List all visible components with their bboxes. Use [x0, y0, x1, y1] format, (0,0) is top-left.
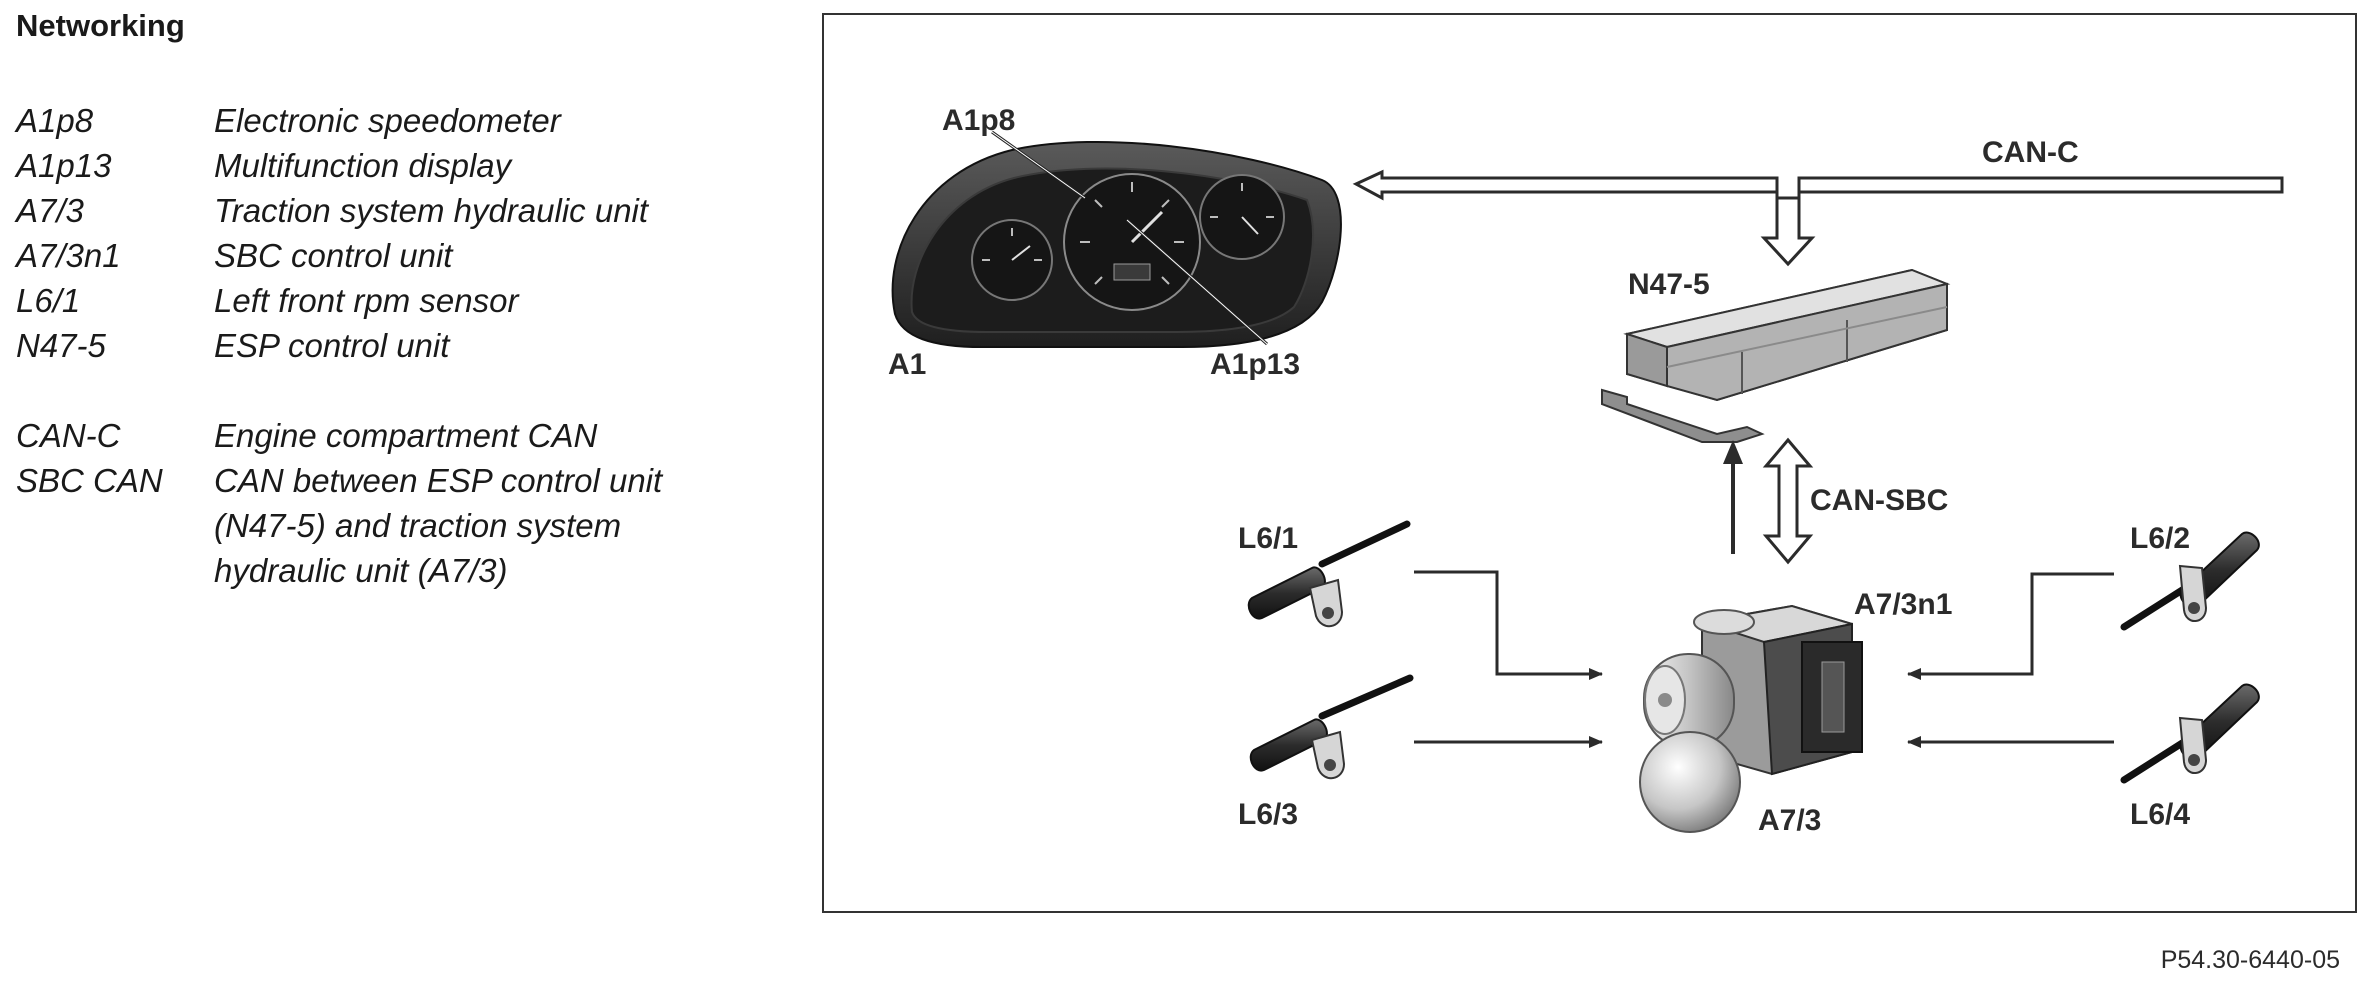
esp-control-unit	[1601, 268, 1951, 443]
label-l6-4: L6/4	[2130, 798, 2190, 831]
label-l6-2: L6/2	[2130, 522, 2190, 555]
signal-l6-2	[1907, 572, 2114, 680]
label-l6-3: L6/3	[1238, 798, 1298, 831]
legend-description: Traction system hydraulic unit	[214, 192, 649, 229]
legend-code: A1p13	[16, 147, 112, 184]
legend-description: ESP control unit	[214, 327, 450, 364]
label-a7-3n1: A7/3n1	[1854, 588, 1952, 621]
instrument-cluster	[891, 140, 1342, 348]
legend: A1p8 Electronic speedometer A1p13 Multif…	[16, 98, 816, 593]
legend-item: CAN-C Engine compartment CAN	[16, 413, 816, 458]
sensor-signal-lines	[1414, 570, 2114, 748]
label-can-sbc: CAN-SBC	[1810, 484, 1948, 517]
legend-description: CAN between ESP control unit (N47-5) and…	[214, 462, 663, 589]
label-a1: A1	[888, 348, 926, 381]
rpm-sensor-l6-3	[1249, 674, 1414, 779]
rpm-sensor-l6-2	[2120, 531, 2260, 631]
legend-item: L6/1 Left front rpm sensor	[16, 278, 816, 323]
label-l6-1: L6/1	[1238, 522, 1298, 555]
label-a7-3: A7/3	[1758, 804, 1821, 837]
network-diagram-panel: A1p8 A1 A1p13 CAN-C N47-5 CAN-SBC L6/1 L…	[822, 13, 2357, 913]
legend-item: A1p13 Multifunction display	[16, 143, 816, 188]
legend-description: Left front rpm sensor	[214, 282, 519, 319]
signal-l6-1	[1414, 570, 1603, 680]
page-title: Networking	[16, 8, 185, 43]
legend-description: Multifunction display	[214, 147, 512, 184]
legend-code: CAN-C	[16, 417, 121, 454]
legend-description: Engine compartment CAN	[214, 417, 598, 454]
legend-item: A7/3n1 SBC control unit	[16, 233, 816, 278]
legend-item: SBC CAN CAN between ESP control unit (N4…	[16, 458, 816, 593]
rpm-sensor-l6-1	[1247, 520, 1411, 627]
accumulator	[1639, 731, 1741, 833]
label-a1p13: A1p13	[1210, 348, 1300, 381]
figure-id: P54.30-6440-05	[2160, 946, 2340, 974]
a1p8-leader-outline	[991, 131, 1086, 199]
legend-description: Electronic speedometer	[214, 102, 561, 139]
legend-item: A1p8 Electronic speedometer	[16, 98, 816, 143]
dial-ticks	[982, 182, 1274, 285]
legend-code: SBC CAN	[16, 462, 163, 499]
legend-code: N47-5	[16, 327, 106, 364]
can-c-bus	[1352, 169, 2284, 267]
legend-spacer	[16, 368, 816, 413]
legend-code: A7/3n1	[16, 237, 121, 274]
hydraulic-unit	[1639, 604, 1863, 833]
multifunction-display	[1113, 263, 1151, 281]
legend-code: A1p8	[16, 102, 94, 139]
label-n47-5: N47-5	[1628, 268, 1710, 301]
label-can-c: CAN-C	[1982, 136, 2079, 169]
label-a1p8: A1p8	[942, 104, 1015, 137]
rpm-sensor-l6-4	[2120, 683, 2260, 784]
can-sbc-link	[1723, 437, 1814, 565]
legend-item: A7/3 Traction system hydraulic unit	[16, 188, 816, 233]
legend-item: N47-5 ESP control unit	[16, 323, 816, 368]
a1p13-leader-outline	[1126, 219, 1268, 345]
legend-code: A7/3	[16, 192, 84, 229]
legend-code: L6/1	[16, 282, 81, 319]
network-diagram: A1p8 A1 A1p13 CAN-C N47-5 CAN-SBC L6/1 L…	[888, 104, 2284, 837]
legend-description: SBC control unit	[214, 237, 453, 274]
